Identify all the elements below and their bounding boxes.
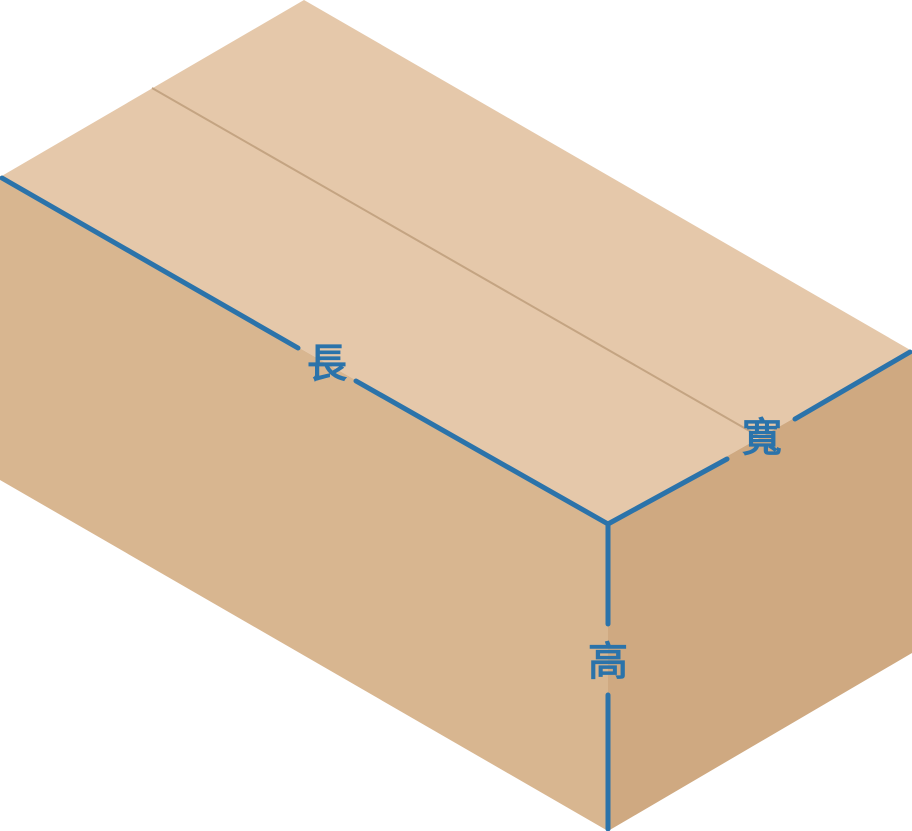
width-dimension-line — [605, 456, 730, 527]
width-dimension-line — [792, 349, 912, 422]
width-label: 寬 — [742, 415, 782, 461]
length-dimension-line — [0, 175, 301, 351]
box-side-face — [608, 351, 912, 831]
box-top-seam — [151, 87, 761, 438]
length-label: 長 — [307, 341, 348, 387]
length-dimension-line — [353, 378, 611, 527]
height-label: 高 — [588, 639, 628, 685]
box-front-face — [0, 177, 608, 831]
